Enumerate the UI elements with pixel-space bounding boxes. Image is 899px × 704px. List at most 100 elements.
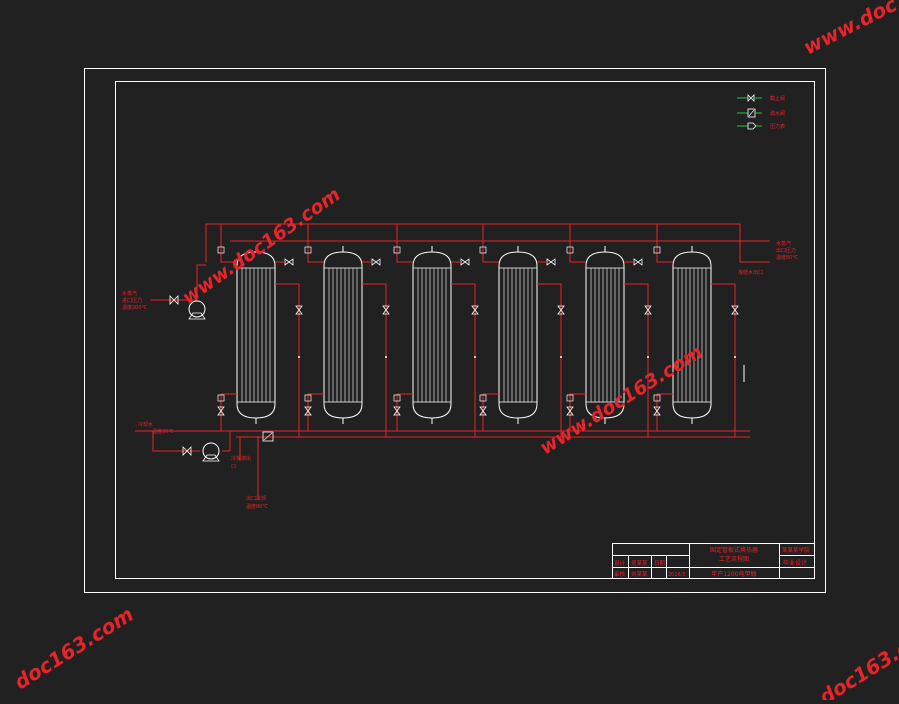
exchanger-shell xyxy=(672,251,712,419)
shell-outlet-pipe xyxy=(711,283,736,437)
steam-trap-icon xyxy=(217,394,225,402)
drawing-title-1: 固定管板式换热器 xyxy=(710,546,758,554)
steam-trap-icon xyxy=(653,394,661,402)
pipe-junction xyxy=(734,356,736,358)
inner-frame xyxy=(115,81,815,579)
legend: 截止阀 疏水阀 压力表 xyxy=(737,94,785,130)
water-out-label-2: 温度80℃ xyxy=(246,503,268,510)
exchanger-shell xyxy=(498,251,538,419)
steam-trap-icon xyxy=(566,246,574,254)
pipe-junction xyxy=(474,356,476,358)
shell-drain-pipe xyxy=(220,393,237,431)
row2-date: 2016.5 xyxy=(668,572,686,578)
drawing-title-2: 工艺流程图 xyxy=(719,555,749,563)
steam-trap-icon xyxy=(566,394,574,402)
steam-trap-icon xyxy=(393,246,401,254)
water-out-label-1: 出口冷却 xyxy=(246,495,266,502)
valve-icon xyxy=(460,258,470,266)
exchanger-shell xyxy=(412,251,452,419)
water-in-label-1: 冷却水 xyxy=(138,421,153,428)
drawing-subtitle: 年产1200吨甲醇 xyxy=(711,570,756,578)
valve-icon xyxy=(217,406,225,416)
watermark-lower-center: www.doc163.com xyxy=(536,341,707,459)
watermark-bottom-left: doc163.com xyxy=(10,602,138,694)
water-in-label-2: 温度20℃ xyxy=(152,428,174,435)
legend-label-trap: 疏水阀 xyxy=(770,110,785,117)
row1-label2: 日期 xyxy=(654,560,666,567)
drain-label-1: 冷凝液出 xyxy=(231,455,251,462)
valve-icon xyxy=(653,406,661,416)
heat-exchanger-6 xyxy=(653,224,739,437)
steam-trap-icon xyxy=(479,394,487,402)
valve-icon xyxy=(566,406,574,416)
pipe-junction xyxy=(647,356,649,358)
valve-icon xyxy=(393,406,401,416)
steam-in-label-1: 水蒸汽 xyxy=(122,290,137,297)
steam-trap-icon xyxy=(393,394,401,402)
steam-inlet-pipe xyxy=(220,241,237,263)
valve-icon xyxy=(471,305,479,315)
exchanger-shell xyxy=(585,251,625,419)
legend-label-valve: 截止阀 xyxy=(770,95,785,102)
shell-outlet-pipe xyxy=(275,283,300,437)
school-name: 某某某学院 xyxy=(782,546,810,554)
valve-icon xyxy=(382,305,390,315)
steam-inlet-pipe xyxy=(307,241,324,263)
shell-drain-pipe xyxy=(656,393,673,431)
inlet-valve-icon xyxy=(169,295,179,305)
steam-trap-icon xyxy=(479,246,487,254)
heat-exchanger-3 xyxy=(393,224,479,437)
shell-drain-pipe xyxy=(482,393,499,431)
steam-trap-icon xyxy=(653,246,661,254)
pipe-junction xyxy=(385,356,387,358)
heat-exchanger-2 xyxy=(304,224,390,437)
valve-icon xyxy=(295,305,303,315)
watermark-center: www.doc163.com xyxy=(178,183,344,309)
watermark-layer: www.doc163.com www.doc163.com www.doc163… xyxy=(10,0,899,704)
shell-drain-pipe xyxy=(396,393,413,431)
condensate-label: 凝结水出口 xyxy=(738,269,763,276)
valve-icon xyxy=(644,305,652,315)
steam-in-label-2: 进口压力 xyxy=(122,297,142,304)
exchanger-shell xyxy=(236,251,276,419)
steam-inlet-pipe xyxy=(482,241,499,263)
steam-inlet-pipe xyxy=(396,241,413,263)
valve-icon xyxy=(557,305,565,315)
valve-icon xyxy=(747,94,755,102)
row2-name: 刘某某 xyxy=(631,570,648,578)
steam-out-label-1: 水蒸汽 xyxy=(776,240,791,247)
valve-icon xyxy=(731,305,739,315)
design-stage: 毕业设计 xyxy=(783,559,807,567)
steam-out-label-3: 温度80℃ xyxy=(776,254,798,261)
drain-label-2: 口 xyxy=(231,464,236,470)
shell-drain-pipe xyxy=(307,393,324,431)
water-pump-icon xyxy=(202,442,220,462)
filter-icon xyxy=(262,431,274,442)
steam-in-label-3: 温度200℃ xyxy=(122,304,148,311)
shell-drain-pipe xyxy=(569,393,586,431)
pipe-junction xyxy=(298,356,300,358)
row2-label: 审核 xyxy=(614,570,626,578)
steam-trap-icon xyxy=(304,394,312,402)
exchanger-shell xyxy=(323,251,363,419)
outer-frame xyxy=(84,68,826,593)
legend-label-gauge: 压力表 xyxy=(770,123,785,130)
steam-trap-icon xyxy=(747,108,756,118)
shell-outlet-pipe xyxy=(624,283,649,437)
pipe-junction xyxy=(560,356,562,358)
watermark-bottom-right: doc163.com xyxy=(815,617,899,700)
steam-inlet-pipe xyxy=(656,241,673,263)
valve-icon xyxy=(479,406,487,416)
heat-exchanger-train xyxy=(217,224,739,437)
heat-exchanger-5 xyxy=(566,224,652,437)
heat-exchanger-4 xyxy=(479,224,565,437)
watermark-top-right: www.doc163.com xyxy=(799,0,899,59)
water-valve-icon xyxy=(182,446,192,456)
heat-exchanger-1 xyxy=(217,224,303,437)
valve-icon xyxy=(633,258,643,266)
row1-name: 吴某某 xyxy=(631,560,648,567)
gauge-icon xyxy=(747,122,757,130)
steam-pump-icon xyxy=(188,300,206,320)
steam-trap-icon xyxy=(304,246,312,254)
